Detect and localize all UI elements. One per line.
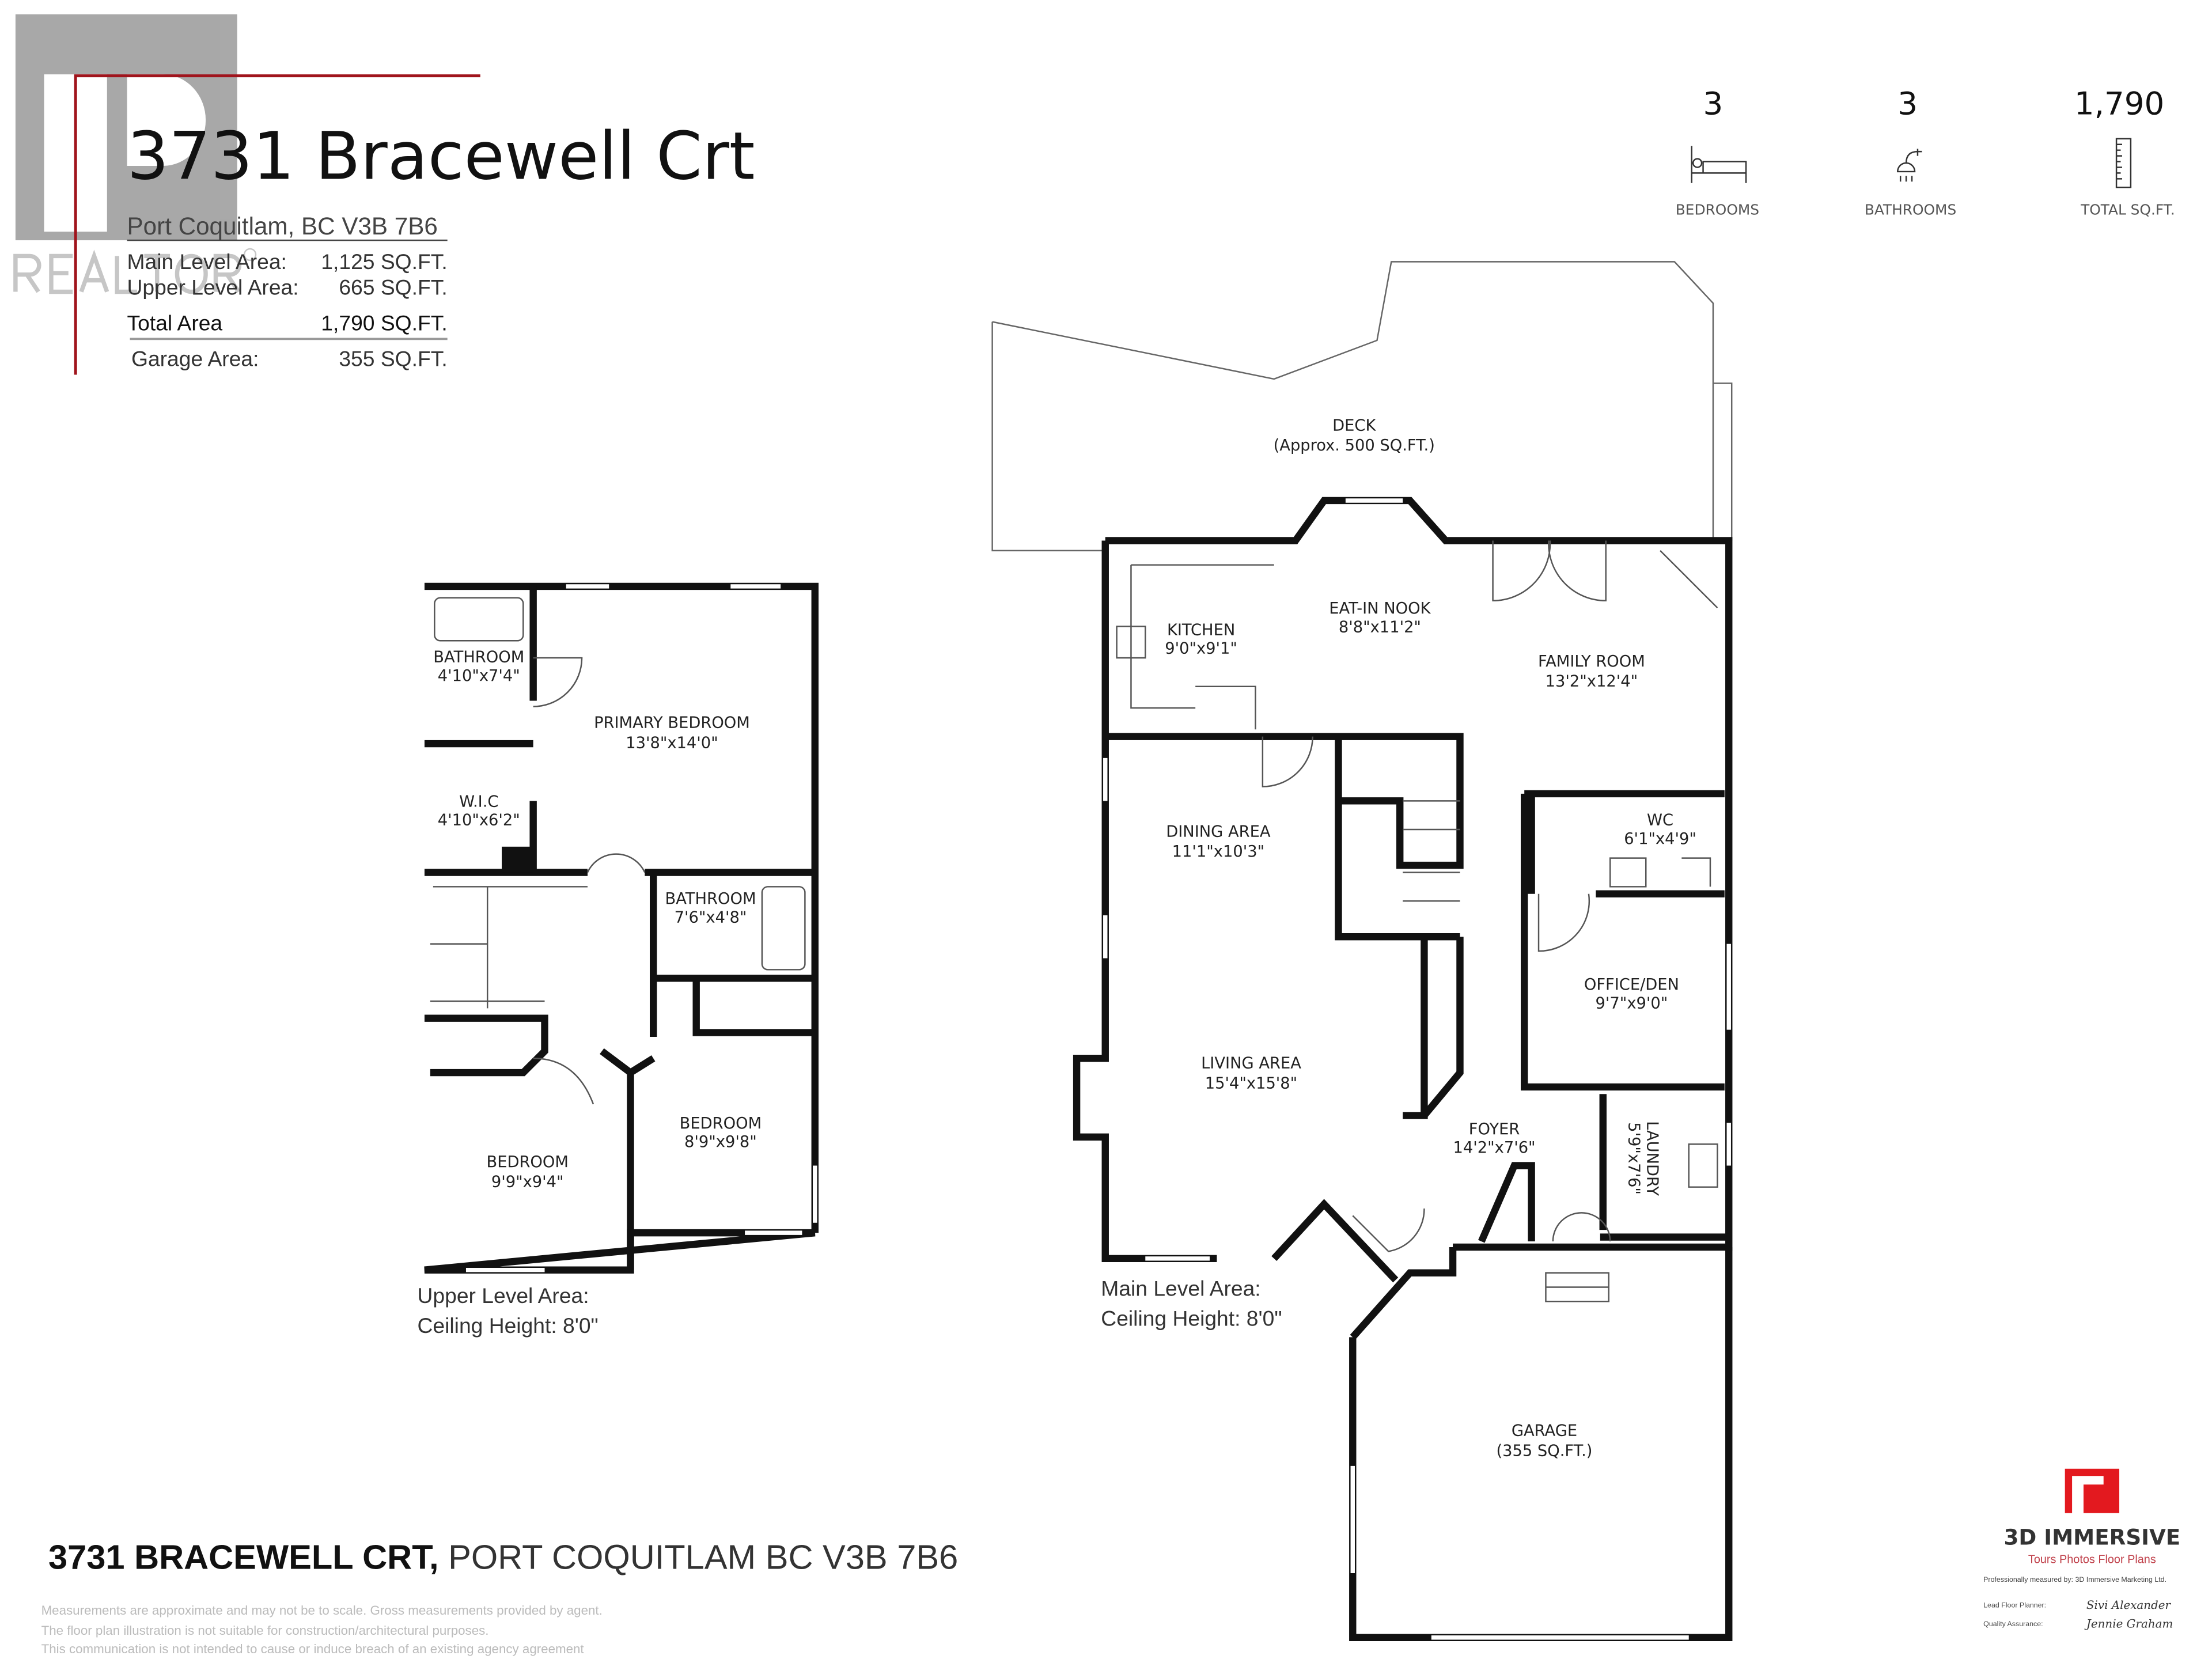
brand-name: 3D IMMERSIVE [2003, 1524, 2180, 1550]
total-sqft-label: TOTAL SQ.FT. [2080, 201, 2175, 218]
area-value: 1,790 SQ.FT. [321, 311, 447, 335]
room-dims: 7'6"x4'8" [675, 908, 747, 926]
room-name: FOYER [1469, 1120, 1520, 1138]
room-name: BATHROOM [665, 890, 756, 908]
room-dims: 4'10"x7'4" [438, 667, 520, 685]
room-name: FAMILY ROOM [1538, 653, 1645, 671]
area-label: Main Level Area: [127, 249, 287, 274]
room-dims: 11'1"x10'3" [1172, 843, 1264, 861]
room-dims: 15'4"x15'8" [1205, 1074, 1297, 1092]
room-name: BEDROOM [680, 1115, 762, 1132]
lead-planner-signature: Sivi Alexander [2086, 1599, 2172, 1612]
room-dims: (Approx. 500 SQ.FT.) [1274, 437, 1435, 454]
bathrooms-count: 3 [1897, 85, 1918, 122]
room-name: KITCHEN [1167, 621, 1235, 639]
area-label: Upper Level Area: [127, 275, 299, 299]
area-value: 665 SQ.FT. [339, 275, 447, 299]
bedrooms-label: BEDROOMS [1676, 201, 1759, 218]
upper-level-plan: BATHROOM 4'10"x7'4" PRIMARY BEDROOM 13'8… [418, 582, 819, 1338]
accent-line [74, 74, 480, 375]
disclaimer-line: This communication is not intended to ca… [41, 1642, 585, 1656]
area-value: 1,125 SQ.FT. [321, 249, 447, 274]
room-name: WC [1647, 812, 1673, 830]
room-dims: 5'9"x7'6" [1624, 1122, 1642, 1195]
room-name: DECK [1332, 416, 1376, 434]
area-value: 355 SQ.FT. [339, 347, 447, 371]
area-label: Total Area [127, 311, 223, 335]
room-dims: 8'9"x9'8" [684, 1133, 757, 1151]
main-ceiling-note: Ceiling Height: 8'0" [1101, 1306, 1282, 1331]
realtor-wordmark [13, 248, 257, 294]
footer-address-street: 3731 BRACEWELL CRT, [48, 1538, 439, 1577]
main-level-plan: DECK (Approx. 500 SQ.FT.) KITCHEN 9'0"x9… [991, 261, 1733, 1641]
footer-address: 3731 BRACEWELL CRT, PORT COQUITLAM BC V3… [48, 1538, 958, 1577]
room-name: W.I.C [459, 793, 498, 810]
main-level-note: Main Level Area: [1101, 1276, 1260, 1300]
room-name: BATHROOM [433, 649, 524, 666]
total-sqft-count: 1,790 [2074, 85, 2164, 122]
ruler-icon [2115, 138, 2132, 188]
bathrooms-label: BATHROOMS [1865, 201, 1956, 218]
room-name: PRIMARY BEDROOM [594, 714, 750, 732]
room-name: GARAGE [1512, 1422, 1577, 1440]
room-dims: 4'10"x6'2" [438, 812, 520, 830]
room-dims: 9'7"x9'0" [1596, 994, 1668, 1012]
brand-mark-icon [2065, 1468, 2120, 1513]
room-name: DINING AREA [1166, 823, 1271, 840]
room-dims: 9'0"x9'1" [1165, 640, 1237, 658]
room-name: LIVING AREA [1201, 1055, 1301, 1073]
3d-immersive-logo: 3D IMMERSIVE Tours Photos Floor Plans Pr… [1983, 1468, 2180, 1630]
room-dims: 14'2"x7'6" [1453, 1139, 1536, 1157]
area-label: Garage Area: [131, 347, 259, 371]
upper-ceiling-note: Ceiling Height: 8'0" [418, 1313, 599, 1338]
room-dims: 6'1"x4'9" [1624, 830, 1696, 848]
disclaimer-line: The floor plan illustration is not suita… [41, 1623, 489, 1638]
room-name: OFFICE/DEN [1584, 976, 1679, 994]
page-title: 3731 Bracewell Crt [127, 118, 755, 194]
upper-level-note: Upper Level Area: [418, 1283, 589, 1308]
room-name: EAT-IN NOOK [1329, 600, 1431, 618]
disclaimer-line: Measurements are approximate and may not… [41, 1603, 603, 1618]
bedrooms-count: 3 [1703, 85, 1724, 122]
room-name: BEDROOM [486, 1153, 568, 1171]
qa-label: Quality Assurance: [1983, 1620, 2043, 1628]
qa-signature: Jennie Graham [2084, 1617, 2173, 1630]
room-dims: (355 SQ.FT.) [1497, 1442, 1593, 1460]
room-dims: 13'8"x14'0" [626, 734, 718, 752]
address-subtitle: Port Coquitlam, BC V3B 7B6 [127, 213, 438, 240]
shower-icon [1896, 149, 1922, 182]
footer-address-city: PORT COQUITLAM BC V3B 7B6 [439, 1538, 959, 1577]
room-dims: 13'2"x12'4" [1546, 673, 1638, 691]
room-dims: 8'8"x11'2" [1339, 618, 1421, 636]
brand-tagline: Tours Photos Floor Plans [2028, 1554, 2156, 1566]
bed-icon [1691, 146, 1747, 183]
measured-by: Professionally measured by: 3D Immersive… [1983, 1575, 2166, 1584]
room-dims: 9'9"x9'4" [491, 1173, 564, 1191]
lead-planner-label: Lead Floor Planner: [1983, 1601, 2046, 1609]
room-name: LAUNDRY [1643, 1121, 1661, 1196]
